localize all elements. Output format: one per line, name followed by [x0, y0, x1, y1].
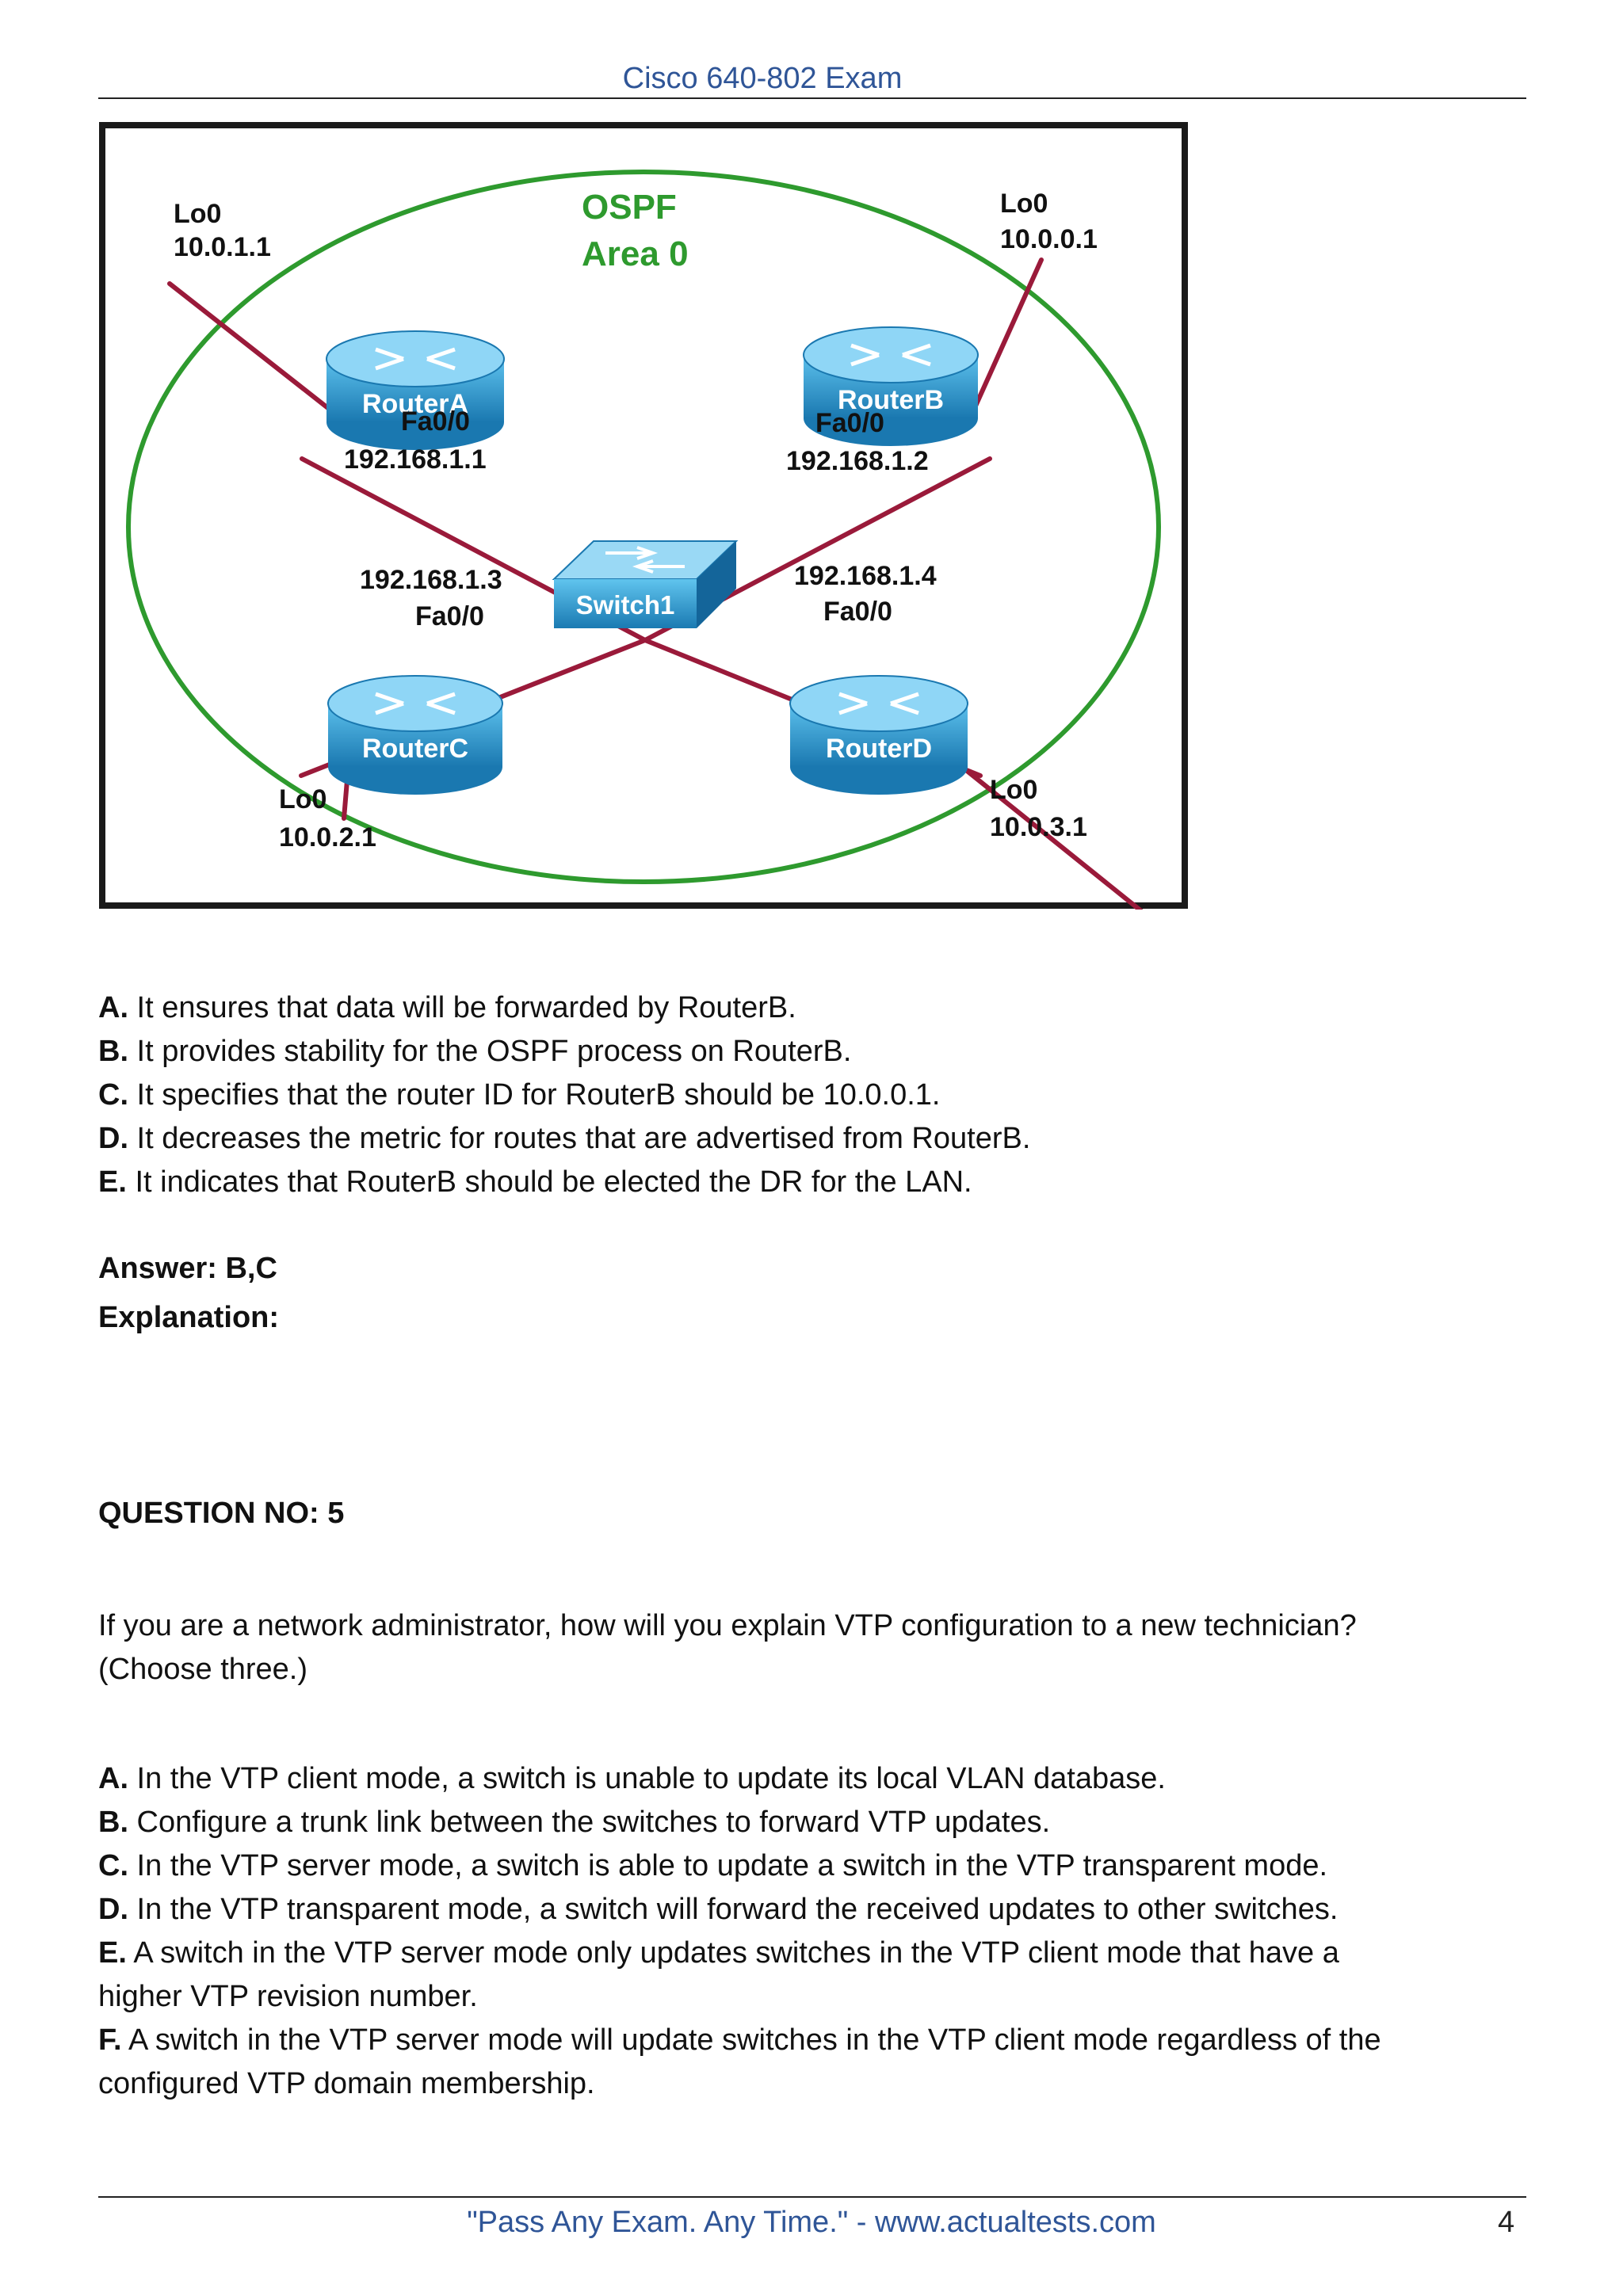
- routerD-name: RouterD: [826, 734, 932, 764]
- page-number: 4: [1498, 2206, 1515, 2239]
- routerC-lo-ip: 10.0.2.1: [279, 822, 376, 852]
- footer-divider: [98, 2196, 1526, 2198]
- routerD-lo-label: Lo0: [990, 775, 1037, 805]
- question-line: (Choose three.): [98, 1653, 308, 1686]
- header-divider: [98, 97, 1526, 99]
- routerA-icon: RouterA: [326, 330, 505, 450]
- option-d: D. It decreases the metric for routes th…: [98, 1117, 1525, 1161]
- option-text: It decreases the metric for routes that …: [128, 1122, 1031, 1155]
- routerC-lo-label: Lo0: [279, 784, 327, 814]
- routerC-icon: RouterC: [327, 675, 503, 795]
- routerB-if-ip: 192.168.1.2: [786, 446, 929, 476]
- routerB-if-label: Fa0/0: [815, 408, 884, 438]
- routerB-lo-label: Lo0: [1000, 189, 1048, 219]
- routerD-icon: RouterD: [789, 675, 968, 795]
- option-letter: F.: [98, 2023, 122, 2057]
- option-text: A switch in the VTP server mode only upd…: [126, 1936, 1339, 1970]
- routerC-if-label: Fa0/0: [415, 601, 484, 631]
- option-e: E. It indicates that RouterB should be e…: [98, 1161, 1525, 1204]
- option-letter: C.: [98, 1849, 128, 1882]
- option-c: C. It specifies that the router ID for R…: [98, 1074, 1525, 1117]
- explanation-label: Explanation:: [98, 1301, 280, 1334]
- ospf-area-ellipse: [126, 170, 1161, 884]
- option-text: In the VTP client mode, a switch is unab…: [128, 1762, 1166, 1795]
- routerD-if-ip: 192.168.1.4: [794, 561, 937, 591]
- question5-options: A. In the VTP client mode, a switch is u…: [98, 1757, 1525, 2106]
- option-text: In the VTP server mode, a switch is able…: [128, 1849, 1328, 1882]
- option-text: It specifies that the router ID for Rout…: [128, 1078, 941, 1112]
- option-letter: B.: [98, 1806, 128, 1839]
- option-letter: D.: [98, 1122, 128, 1155]
- routerC-name: RouterC: [362, 734, 468, 764]
- option-text: It indicates that RouterB should be elec…: [126, 1165, 972, 1199]
- option-letter: A.: [98, 991, 128, 1024]
- routerD-lo-ip: 10.0.3.1: [990, 812, 1087, 842]
- routerA-lo-ip: 10.0.1.1: [174, 232, 271, 262]
- option-text: A switch in the VTP server mode will upd…: [121, 2023, 1381, 2057]
- option-f: F. A switch in the VTP server mode will …: [98, 2019, 1525, 2062]
- routerA-lo-label: Lo0: [174, 199, 221, 229]
- option-text: In the VTP transparent mode, a switch wi…: [128, 1893, 1338, 1926]
- question4-options: A. It ensures that data will be forwarde…: [98, 986, 1525, 1204]
- option-b: B. It provides stability for the OSPF pr…: [98, 1030, 1525, 1074]
- option-letter: C.: [98, 1078, 128, 1112]
- option-letter: E.: [98, 1936, 127, 1970]
- ospf-title: OSPF: [582, 188, 677, 227]
- routerB-lo-ip: 10.0.0.1: [1000, 224, 1098, 254]
- option-b: B. Configure a trunk link between the sw…: [98, 1801, 1525, 1844]
- diagram-frame: [99, 122, 1188, 909]
- option-c: C. In the VTP server mode, a switch is a…: [98, 1844, 1525, 1888]
- option-d: D. In the VTP transparent mode, a switch…: [98, 1888, 1525, 1932]
- routerA-if-label: Fa0/0: [401, 406, 470, 437]
- answer-block: Answer: B,C Explanation:: [98, 1244, 1525, 1342]
- question5-text: If you are a network administrator, how …: [98, 1604, 1525, 1691]
- option-letter: E.: [98, 1165, 127, 1199]
- routerB-icon: RouterB: [803, 326, 979, 446]
- link-routerA-loopback: [167, 281, 338, 417]
- option-letter: B.: [98, 1035, 128, 1068]
- routerD-if-label: Fa0/0: [823, 597, 892, 627]
- switch1-icon: Switch1: [552, 540, 739, 628]
- link-routerD-loopback: [960, 765, 1144, 910]
- ospf-network-diagram: RouterA RouterB RouterC: [98, 121, 1189, 910]
- option-text: It provides stability for the OSPF proce…: [128, 1035, 852, 1068]
- option-a: A. It ensures that data will be forwarde…: [98, 986, 1525, 1030]
- link-routerB-loopback: [968, 257, 1044, 421]
- option-letter: A.: [98, 1762, 128, 1795]
- option-text: It ensures that data will be forwarded b…: [128, 991, 796, 1024]
- routerA-if-ip: 192.168.1.1: [344, 444, 487, 475]
- footer-tagline: "Pass Any Exam. Any Time." - www.actualt…: [467, 2206, 1156, 2239]
- option-f-continued: configured VTP domain membership.: [98, 2067, 595, 2100]
- page-header-title: Cisco 640-802 Exam: [622, 62, 903, 95]
- area-title: Area 0: [582, 235, 689, 273]
- option-a: A. In the VTP client mode, a switch is u…: [98, 1757, 1525, 1801]
- routerA-name: RouterA: [362, 389, 468, 419]
- option-letter: D.: [98, 1893, 128, 1926]
- answer-line: Answer: B,C: [98, 1252, 277, 1285]
- option-text: Configure a trunk link between the switc…: [128, 1806, 1051, 1839]
- option-e: E. A switch in the VTP server mode only …: [98, 1932, 1525, 1975]
- switch1-name: Switch1: [576, 590, 675, 620]
- option-e-continued: higher VTP revision number.: [98, 1980, 478, 2013]
- routerC-if-ip: 192.168.1.3: [360, 565, 502, 595]
- question-line: If you are a network administrator, how …: [98, 1609, 1357, 1642]
- question5-heading: QUESTION NO: 5: [98, 1497, 345, 1530]
- routerB-name: RouterB: [838, 385, 944, 415]
